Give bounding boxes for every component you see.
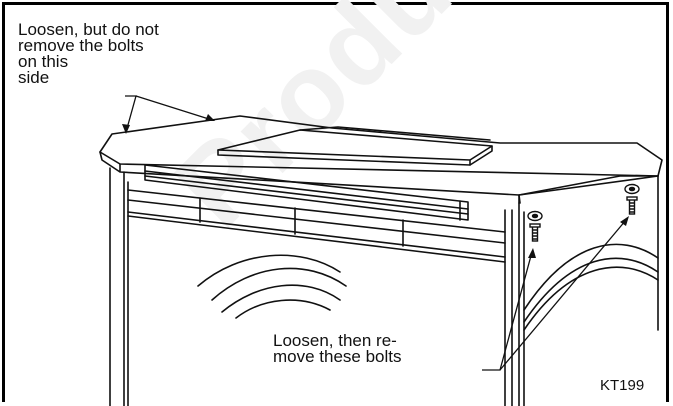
- figure-code: KT199: [600, 377, 645, 394]
- side-arch: [523, 243, 659, 311]
- left-post: [109, 167, 129, 406]
- right-side-wall: [518, 175, 659, 406]
- leader-top-2: [135, 95, 213, 121]
- arrowhead: [528, 248, 536, 258]
- arrowhead: [122, 124, 130, 134]
- top-callout-label: Loosen, but do not remove the bolts on t…: [18, 20, 159, 87]
- arrowhead: [205, 114, 215, 121]
- leader-bottom-2: [499, 219, 627, 371]
- bolt-right: [624, 183, 640, 215]
- front-right-post: [504, 209, 513, 406]
- arrowhead: [620, 216, 629, 226]
- header-rail: [144, 164, 469, 221]
- front-arch: [197, 254, 341, 287]
- roof-panel: [217, 129, 493, 161]
- lower-rail: [127, 189, 506, 263]
- bottom-callout-label: Loosen, then re- move these bolts: [273, 331, 402, 366]
- figure-border: [2, 2, 669, 402]
- roof-top: [99, 115, 663, 177]
- bolt-left: [527, 210, 543, 242]
